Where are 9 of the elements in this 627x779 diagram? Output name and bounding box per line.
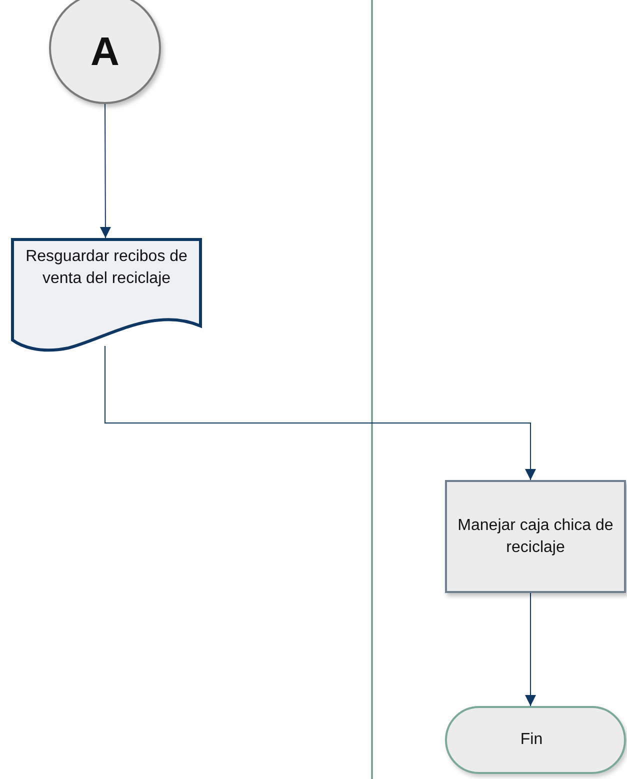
process-box (445, 480, 626, 593)
document-shape (11, 238, 202, 354)
node-label: Resguardar recibos de venta del reciclaje (24, 247, 188, 289)
arrow (100, 104, 111, 238)
node-label: Fin (520, 730, 543, 750)
arrow (104, 346, 536, 480)
terminal-shape (445, 706, 626, 774)
arrow (525, 592, 536, 706)
node-label: Manejar caja chica de reciclaje (456, 516, 614, 558)
